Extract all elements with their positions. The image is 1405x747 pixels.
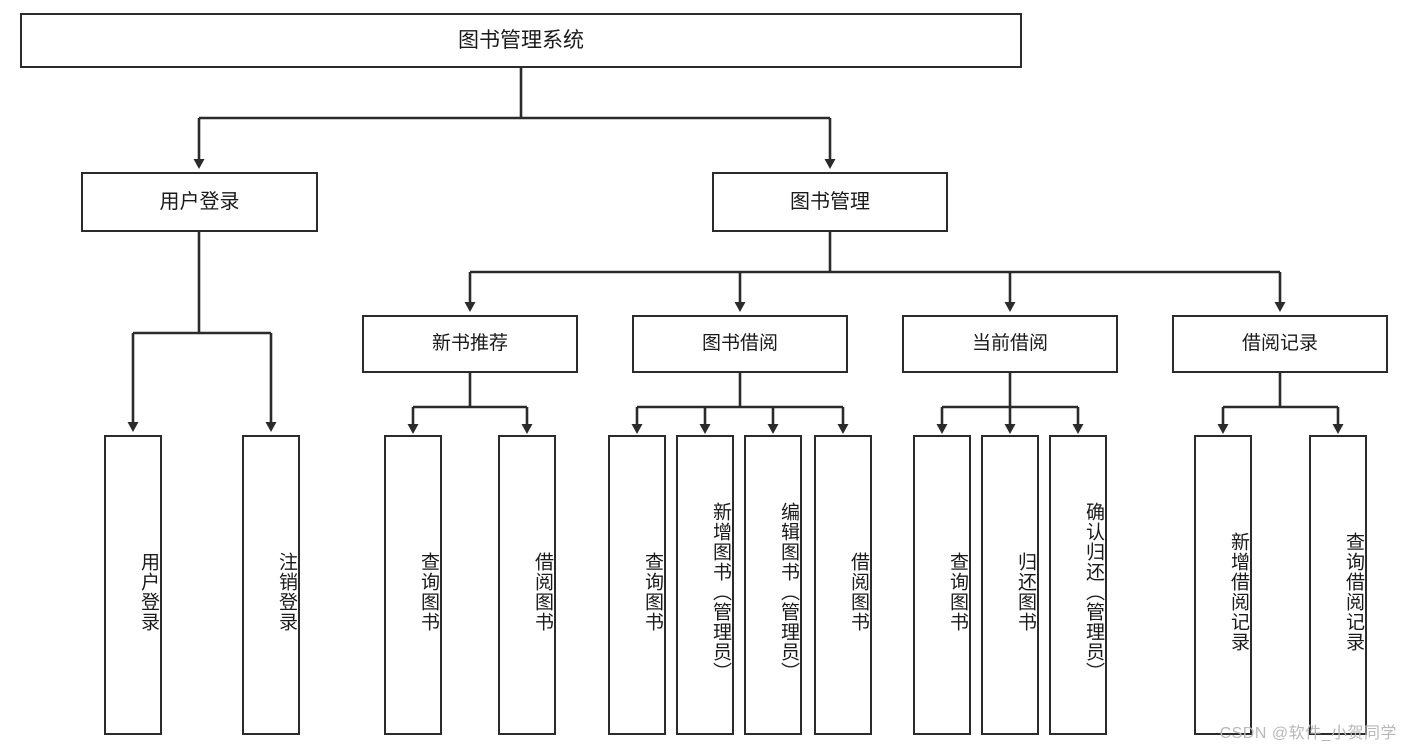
node-new-book-recommend[interactable]: 新书推荐 [362, 315, 578, 373]
node-book-borrow-label: 图书借阅 [701, 333, 778, 355]
leaf-label: 归还图书 [1015, 552, 1036, 632]
node-user-login-label: 用户登录 [159, 190, 240, 213]
leaf-borrow-record-add[interactable]: 新增借阅记录 [1194, 435, 1252, 735]
leaf-book-borrow-borrow[interactable]: 借阅图书 [814, 435, 872, 735]
node-current-borrow-label: 当前借阅 [971, 333, 1048, 355]
node-root-label: 图书管理系统 [458, 28, 584, 52]
leaf-current-borrow-query[interactable]: 查询图书 [913, 435, 971, 735]
leaf-label: 查询图书 [418, 552, 439, 632]
leaf-label: 编辑图书（管理员） [778, 502, 799, 682]
node-new-book-recommend-label: 新书推荐 [431, 333, 508, 355]
node-root[interactable]: 图书管理系统 [20, 13, 1022, 68]
node-borrow-record-label: 借阅记录 [1241, 333, 1318, 355]
leaf-label: 新增借阅记录 [1228, 532, 1249, 652]
node-book-management[interactable]: 图书管理 [712, 172, 948, 232]
leaf-label: 借阅图书 [848, 552, 869, 632]
leaf-new-book-borrow[interactable]: 借阅图书 [498, 435, 556, 735]
leaf-user-login-login[interactable]: 用户登录 [104, 435, 162, 735]
leaf-label: 借阅图书 [532, 552, 553, 632]
leaf-book-borrow-edit[interactable]: 编辑图书（管理员） [744, 435, 802, 735]
node-book-borrow[interactable]: 图书借阅 [632, 315, 848, 373]
leaf-label: 查询借阅记录 [1343, 532, 1364, 652]
leaf-label: 用户登录 [138, 552, 159, 632]
leaf-borrow-record-query[interactable]: 查询借阅记录 [1309, 435, 1367, 735]
node-user-login[interactable]: 用户登录 [81, 172, 318, 232]
leaf-book-borrow-add[interactable]: 新增图书（管理员） [676, 435, 734, 735]
leaf-label: 查询图书 [642, 552, 663, 632]
node-book-management-label: 图书管理 [790, 190, 870, 213]
watermark: CSDN @软件_小贺同学 [1219, 725, 1397, 742]
leaf-label: 确认归还（管理员） [1083, 502, 1104, 682]
leaf-label: 注销登录 [276, 552, 297, 632]
leaf-current-borrow-return[interactable]: 归还图书 [981, 435, 1039, 735]
node-current-borrow[interactable]: 当前借阅 [902, 315, 1118, 373]
leaf-label: 查询图书 [947, 552, 968, 632]
leaf-new-book-query[interactable]: 查询图书 [384, 435, 442, 735]
leaf-user-login-logout[interactable]: 注销登录 [242, 435, 300, 735]
leaf-current-borrow-confirm-return[interactable]: 确认归还（管理员） [1049, 435, 1107, 735]
leaf-book-borrow-query[interactable]: 查询图书 [608, 435, 666, 735]
node-borrow-record[interactable]: 借阅记录 [1172, 315, 1388, 373]
leaf-label: 新增图书（管理员） [710, 502, 731, 682]
